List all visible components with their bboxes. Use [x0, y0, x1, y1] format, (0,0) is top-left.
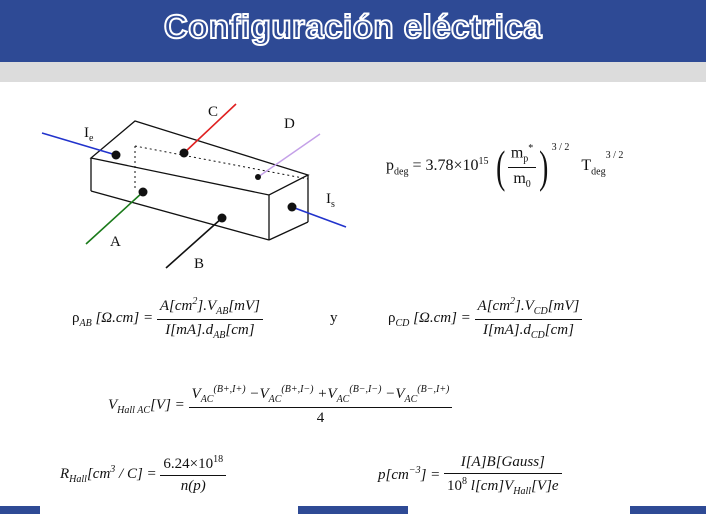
- label-is: Is: [326, 191, 335, 210]
- footer-bar-right: [630, 506, 706, 514]
- formula-rho-ab: ρAB [Ω.cm] = A[cm2].VAB[mV]I[mA].dAB[cm]: [72, 296, 263, 341]
- title-bar: [0, 0, 706, 62]
- contacts: [111, 148, 297, 223]
- contact-b: [217, 213, 227, 223]
- footer-bar-left: [0, 506, 40, 514]
- footer-bar-center: [298, 506, 408, 514]
- sample-diagram: [41, 103, 347, 269]
- contact-is: [287, 202, 297, 212]
- label-ie: Ie: [84, 125, 94, 144]
- contact-c-wire: [183, 103, 237, 154]
- slide-title: Configuración eléctrica: [163, 7, 543, 46]
- contact-ie: [111, 150, 121, 160]
- label-d: D: [284, 116, 295, 132]
- formula-pdeg: pdeg = 3.78×1015 (mp*m0)3 / 2 Tdeg3 / 2: [386, 141, 624, 192]
- label-b: B: [194, 256, 205, 272]
- formula-rho-cd: ρCD [Ω.cm] = A[cm2].VCD[mV]I[mA].dCD[cm]: [388, 296, 583, 341]
- connector-y: y: [330, 310, 338, 326]
- contact-a: [138, 187, 148, 197]
- formula-p-cm: p[cm−3] = I[A]B[Gauss]108 l[cm]VHall[V]e: [378, 454, 562, 497]
- contact-c: [179, 148, 189, 158]
- contact-a-wire: [85, 191, 144, 245]
- sample-box: [89, 120, 310, 241]
- formula-vhall: VHall AC[V] = VAC(B+,I+) −VAC(B+,I−) +VA…: [108, 384, 453, 427]
- current-in-wire: [41, 132, 117, 156]
- current-out-wire: [291, 206, 347, 228]
- contact-d: [255, 174, 261, 180]
- subtitle-bar: [0, 62, 706, 82]
- label-c: C: [208, 104, 219, 120]
- contact-b-wire: [165, 217, 223, 269]
- label-a: A: [110, 234, 121, 250]
- contact-d-wire: [257, 133, 321, 178]
